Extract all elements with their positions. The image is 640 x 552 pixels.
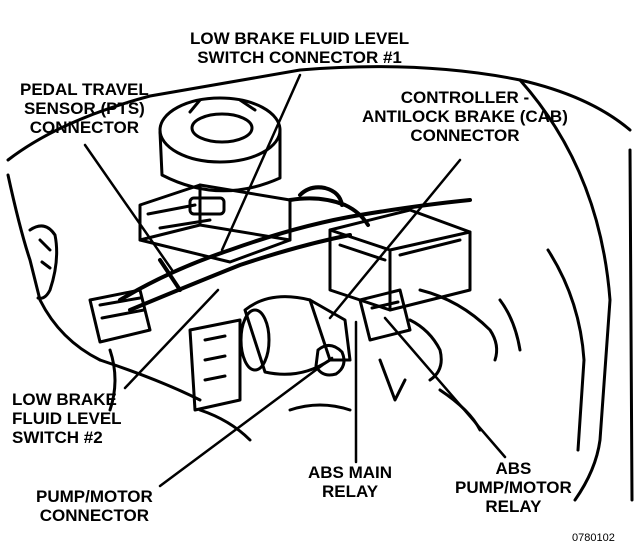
leader-abs-pump-motor-relay (383, 316, 507, 459)
vehicle-body-outline (6, 65, 634, 502)
leader-lines (83, 73, 507, 488)
label-pump-motor-connector: PUMP/MOTOR CONNECTOR (36, 487, 153, 525)
label-pedal-travel-sensor-connector: PEDAL TRAVEL SENSOR (PTS) CONNECTOR (20, 80, 149, 137)
label-low-brake-fluid-switch-2: LOW BRAKE FLUID LEVEL SWITCH #2 (12, 390, 122, 447)
label-abs-pump-motor-relay: ABS PUMP/MOTOR RELAY (455, 459, 572, 516)
relay-cluster (358, 288, 522, 382)
label-low-brake-fluid-switch-1: LOW BRAKE FLUID LEVEL SWITCH CONNECTOR #… (190, 29, 410, 67)
lower-hoses (198, 358, 482, 442)
strut-tower (158, 96, 282, 193)
pump-motor-assembly (188, 295, 352, 412)
leader-cab-connector (328, 158, 462, 320)
leader-pump-motor-connector (158, 356, 334, 488)
master-cylinder-reservoir (138, 183, 292, 264)
leader-low-brake-switch-1 (220, 73, 302, 252)
left-side-components (28, 224, 152, 412)
figure-number: 0780102 (572, 532, 615, 544)
label-abs-main-relay: ABS MAIN RELAY (308, 463, 393, 501)
label-controller-antilock-brake-connector: CONTROLLER - ANTILOCK BRAKE (CAB) CONNEC… (362, 88, 568, 145)
leader-pts-connector (83, 143, 174, 272)
leader-low-brake-switch-2 (123, 288, 220, 390)
wiring-harness (118, 185, 472, 312)
controller-module-box (328, 208, 472, 312)
